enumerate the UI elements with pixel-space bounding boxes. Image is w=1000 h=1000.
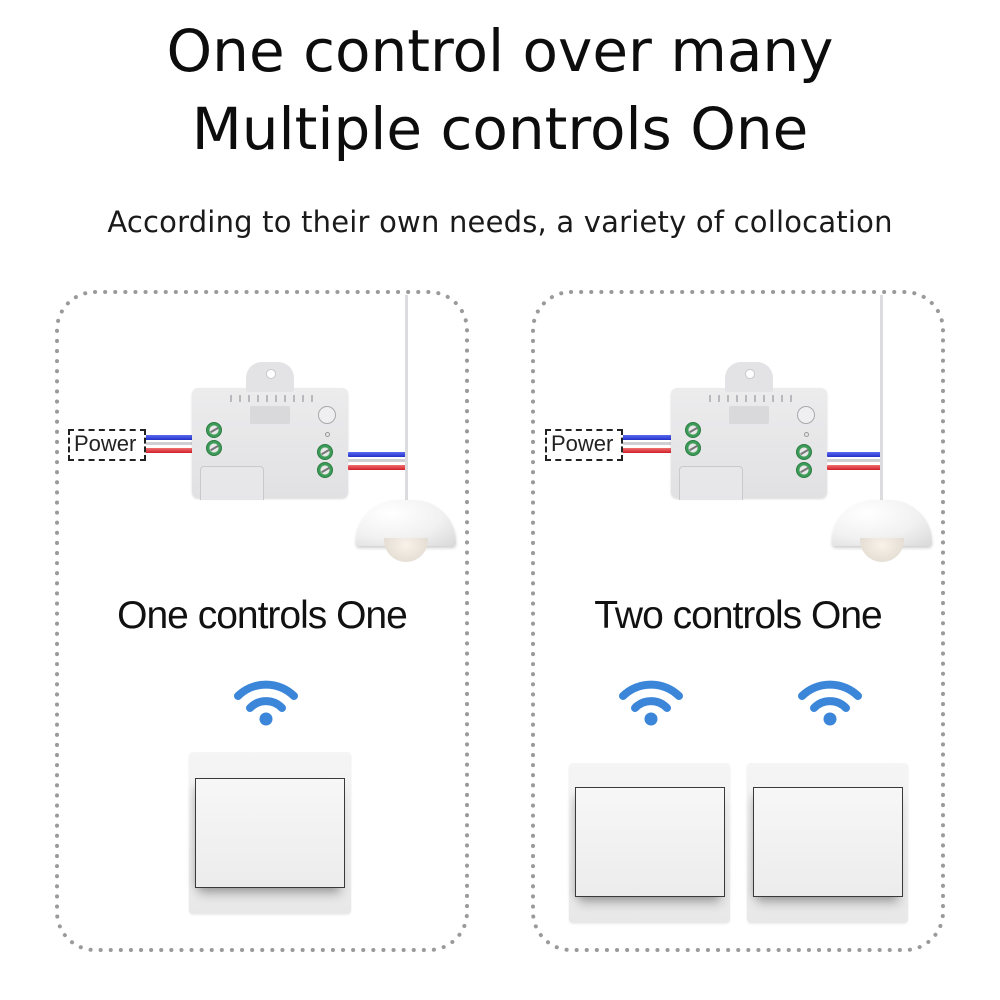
pendant-lamp-icon [356, 500, 456, 562]
receiver-module-icon [671, 362, 827, 500]
lamp-bulb [860, 538, 904, 562]
wifi-signal-icon [798, 680, 862, 726]
lamp-cord [880, 295, 883, 500]
panel-title: Two controls One [594, 594, 882, 637]
terminal-cover [679, 466, 743, 500]
mounting-tab [246, 362, 294, 392]
receiver-module-icon [192, 362, 348, 500]
vent-slots [709, 395, 793, 402]
panel-title: One controls One [117, 594, 408, 637]
input-wire-red [140, 448, 195, 453]
output-wire-blue [348, 452, 406, 457]
terminal-screw-icon [317, 444, 333, 460]
output-wire-blue [827, 452, 882, 457]
panel-one-controls-one: One controls One [55, 290, 469, 952]
output-wire-red [827, 465, 882, 470]
led-indicator [804, 432, 809, 437]
vent-slots [230, 395, 314, 402]
input-wire-neutral [140, 442, 195, 445]
learn-button [318, 406, 336, 424]
terminal-screw-icon [317, 462, 333, 478]
input-wire-neutral [620, 442, 672, 445]
wifi-signal-icon [619, 680, 683, 726]
label-area [729, 406, 769, 424]
output-wire-neutral [348, 459, 406, 462]
label-area [250, 406, 290, 424]
output-wire-neutral [827, 459, 882, 462]
terminal-screw-icon [206, 422, 222, 438]
terminal-screw-icon [685, 422, 701, 438]
pendant-lamp-icon [832, 500, 932, 562]
learn-button [797, 406, 815, 424]
terminal-cover [200, 466, 264, 500]
subheadline: According to their own needs, a variety … [107, 205, 893, 239]
headline-line-1: One control over many [166, 17, 834, 85]
dotted-border [531, 290, 945, 952]
switch-rocker [575, 787, 725, 897]
input-wire-blue [620, 435, 672, 440]
switch-rocker [195, 778, 345, 888]
switch-rocker [753, 787, 903, 897]
power-label-box: Power [68, 429, 146, 461]
wall-switch-icon [747, 763, 908, 923]
terminal-screw-icon [685, 440, 701, 456]
mounting-tab [725, 362, 773, 392]
lamp-bulb [384, 538, 428, 562]
wall-switch-icon [189, 752, 351, 914]
dotted-border [55, 290, 469, 952]
wall-switch-icon [569, 763, 730, 923]
lamp-cord [405, 295, 408, 500]
panel-two-controls-one: Two controls One [531, 290, 945, 952]
terminal-screw-icon [796, 444, 812, 460]
input-wire-red [620, 448, 672, 453]
wifi-signal-icon [234, 680, 298, 726]
power-label-box: Power [545, 429, 623, 461]
terminal-screw-icon [206, 440, 222, 456]
led-indicator [325, 432, 330, 437]
headline-line-2: Multiple controls One [191, 95, 809, 163]
terminal-screw-icon [796, 462, 812, 478]
output-wire-red [348, 465, 406, 470]
input-wire-blue [140, 435, 195, 440]
